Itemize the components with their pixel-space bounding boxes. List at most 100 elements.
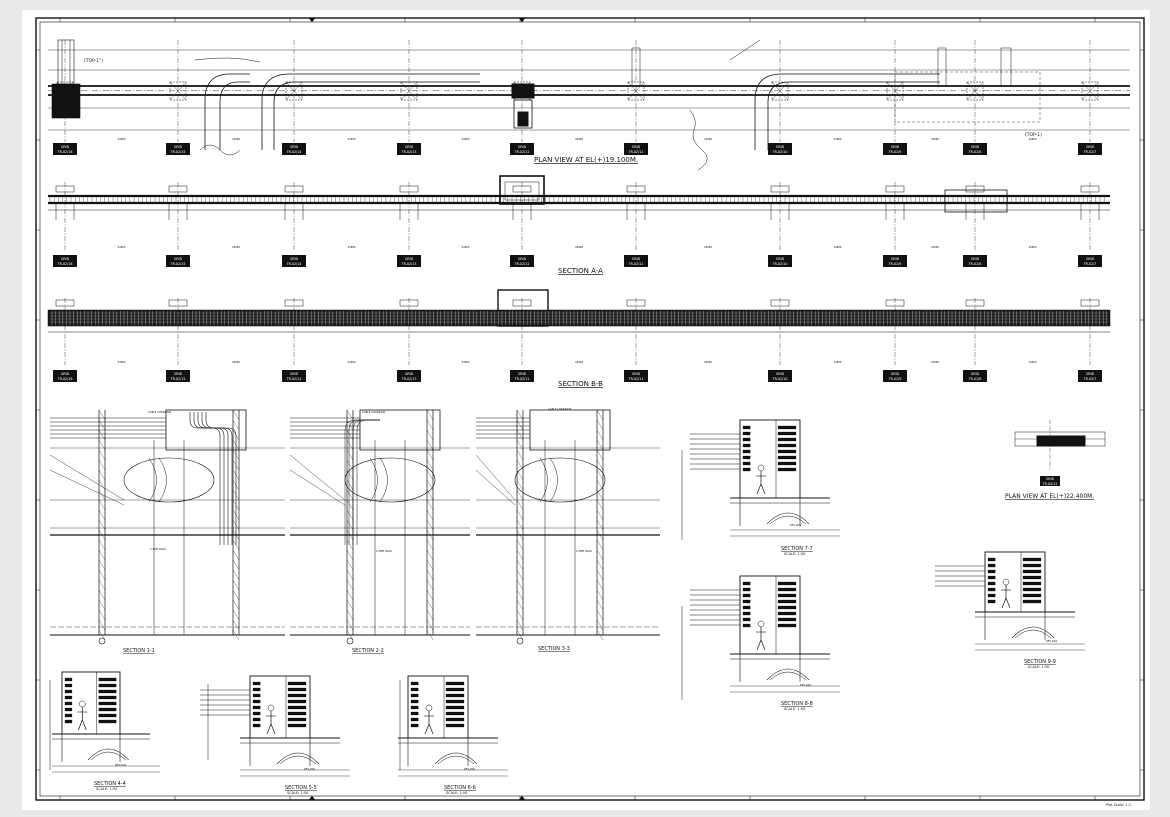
grid-tag <box>624 370 648 382</box>
grid-tag-label: TR-02/7 <box>1083 377 1097 381</box>
grid-tag <box>1078 370 1102 382</box>
grid-tag <box>282 143 306 155</box>
grid-tag-prefix: GRID <box>971 145 980 149</box>
grid-tag-prefix: GRID <box>632 145 641 149</box>
dimension-text: 24000 <box>834 360 842 364</box>
section-aa-elevation <box>48 175 1110 213</box>
grid-tag <box>282 255 306 267</box>
border-center-mark <box>518 17 526 23</box>
grid-tag <box>166 143 190 155</box>
dimension-text: 24000 <box>575 360 583 364</box>
border-zone-ticks <box>36 17 1144 801</box>
grid-tag-label: TR-02/11 <box>628 262 644 266</box>
dimension-text: 24000 <box>704 245 712 249</box>
grid-tag-prefix: GRID <box>1086 257 1095 261</box>
cable-corridor-label-2: CABLE CORRIDOR <box>362 410 386 414</box>
grid-tag-label: TR-02/8 <box>968 150 982 154</box>
text-layer: PLAN VIEW AT EL(+)19.100M. SECTION A-A S… <box>84 58 1131 807</box>
grid-tag <box>883 370 907 382</box>
grid-tag-prefix: GRID <box>971 257 980 261</box>
border-center-mark <box>308 795 316 801</box>
dimension-text: 24000 <box>232 245 240 249</box>
grid-tag-prefix: GRID <box>61 372 70 376</box>
dimension-text: 24000 <box>118 137 126 141</box>
grid-tag-label: TR-02/13 <box>401 377 417 381</box>
grid-tag-prefix: GRID <box>405 372 414 376</box>
grid-tag <box>883 255 907 267</box>
grid-tag <box>282 370 306 382</box>
grid-tag-label: TR-02/7 <box>1083 150 1097 154</box>
dimension-text: 24000 <box>462 360 470 364</box>
grid-tag-prefix: GRID <box>776 372 785 376</box>
dimension-text: 24000 <box>834 137 842 141</box>
section-bb-title: SECTION B-B <box>558 380 603 388</box>
rfs-label-88: RFS-DAS <box>800 683 812 687</box>
dimension-text: 24000 <box>931 245 939 249</box>
section-11-title: SECTION 1-1 <box>123 648 155 654</box>
dimension-text: 24000 <box>348 360 356 364</box>
grid-tag-label: TR-02/15 <box>170 262 186 266</box>
grid-tag-prefix: GRID <box>632 257 641 261</box>
grid-tag-label: TR-02/12 <box>514 150 530 154</box>
grid-tag-prefix: GRID <box>290 145 299 149</box>
grid-tag-label: TR-02/13 <box>401 150 417 154</box>
grid-tag-prefix: GRID <box>776 257 785 261</box>
plan2-grid-marker: GRID TR-02/12 <box>1040 476 1060 486</box>
pipe-rack-label-2: C PIPE RACK <box>376 549 392 553</box>
grid-tag <box>768 255 792 267</box>
grid-tag-label: TR-02/16 <box>57 377 73 381</box>
grid-tag-prefix: GRID <box>1086 145 1095 149</box>
grid-tag-prefix: GRID <box>174 145 183 149</box>
section-66-title: SECTION 6-6 <box>444 785 476 791</box>
section-77-title: SECTION 7-7 <box>781 546 813 552</box>
dimension-text: 24000 <box>1029 137 1037 141</box>
dimension-text: 24000 <box>348 137 356 141</box>
grid-tag <box>768 143 792 155</box>
grid-tag-label: TR-02/11 <box>628 377 644 381</box>
grid-tag <box>510 255 534 267</box>
dimension-text: 24000 <box>1029 360 1037 364</box>
grid-tag <box>397 255 421 267</box>
grid-tag <box>624 143 648 155</box>
grid-tag-prefix: GRID <box>518 145 527 149</box>
grid-tag <box>510 143 534 155</box>
small-sections <box>49 419 1085 777</box>
scale-note-44: SCALE: 1:50 <box>96 787 117 791</box>
dimension-text: 24000 <box>931 360 939 364</box>
section-aa-grid-markers: GRIDTR-02/16GRIDTR-02/15GRIDTR-02/14GRID… <box>53 182 1102 267</box>
section-33-title: SECTION 3-3 <box>538 646 570 652</box>
grid-tag <box>166 255 190 267</box>
rfs-label-99: RFS-DAS <box>1046 639 1058 643</box>
section-88-title: SECTION 8-8 <box>781 701 813 707</box>
grid-tag-label: TR-02/15 <box>170 377 186 381</box>
section-44-title: SECTION 4-4 <box>94 781 126 787</box>
plan-view-22400 <box>1014 420 1106 470</box>
dimension-text: 24000 <box>575 245 583 249</box>
section-99-title: SECTION 9-9 <box>1024 659 1056 665</box>
section-bb-grid-markers: GRIDTR-02/16GRIDTR-02/15GRIDTR-02/14GRID… <box>53 298 1102 382</box>
grid-tag-label: TR-02/16 <box>57 150 73 154</box>
dimension-text: 24000 <box>834 245 842 249</box>
grid-tag-prefix: GRID <box>891 145 900 149</box>
grid-tag-label: TR-02/14 <box>286 150 302 154</box>
grid-tag <box>1078 143 1102 155</box>
scale-note-99: SCALE: 1:50 <box>1028 665 1049 669</box>
dimension-text: 24000 <box>232 360 240 364</box>
grid-tag-prefix: GRID <box>971 372 980 376</box>
grid-tag-label: TR-02/9 <box>888 262 902 266</box>
grid-tag <box>963 255 987 267</box>
callout-top-right: (TOP-1) <box>1025 132 1042 138</box>
grid-tag-label: TR-02/14 <box>286 377 302 381</box>
dimension-text: 24000 <box>232 137 240 141</box>
grid-tag <box>768 370 792 382</box>
plan2-grid-prefix: GRID <box>1046 477 1055 481</box>
scale-note-66: SCALE: 1:50 <box>446 791 467 795</box>
grid-tag-label: TR-02/14 <box>286 262 302 266</box>
footer-plot-scale: Plot Scale: 1:1 <box>1106 803 1131 807</box>
grid-tag <box>963 370 987 382</box>
grid-tag-prefix: GRID <box>405 257 414 261</box>
pipe-rack-label-1: C PIPE RACK <box>150 547 166 551</box>
rfs-label-44: RFS-DAS <box>115 763 127 767</box>
grid-tag-label: TR-02/10 <box>772 262 788 266</box>
